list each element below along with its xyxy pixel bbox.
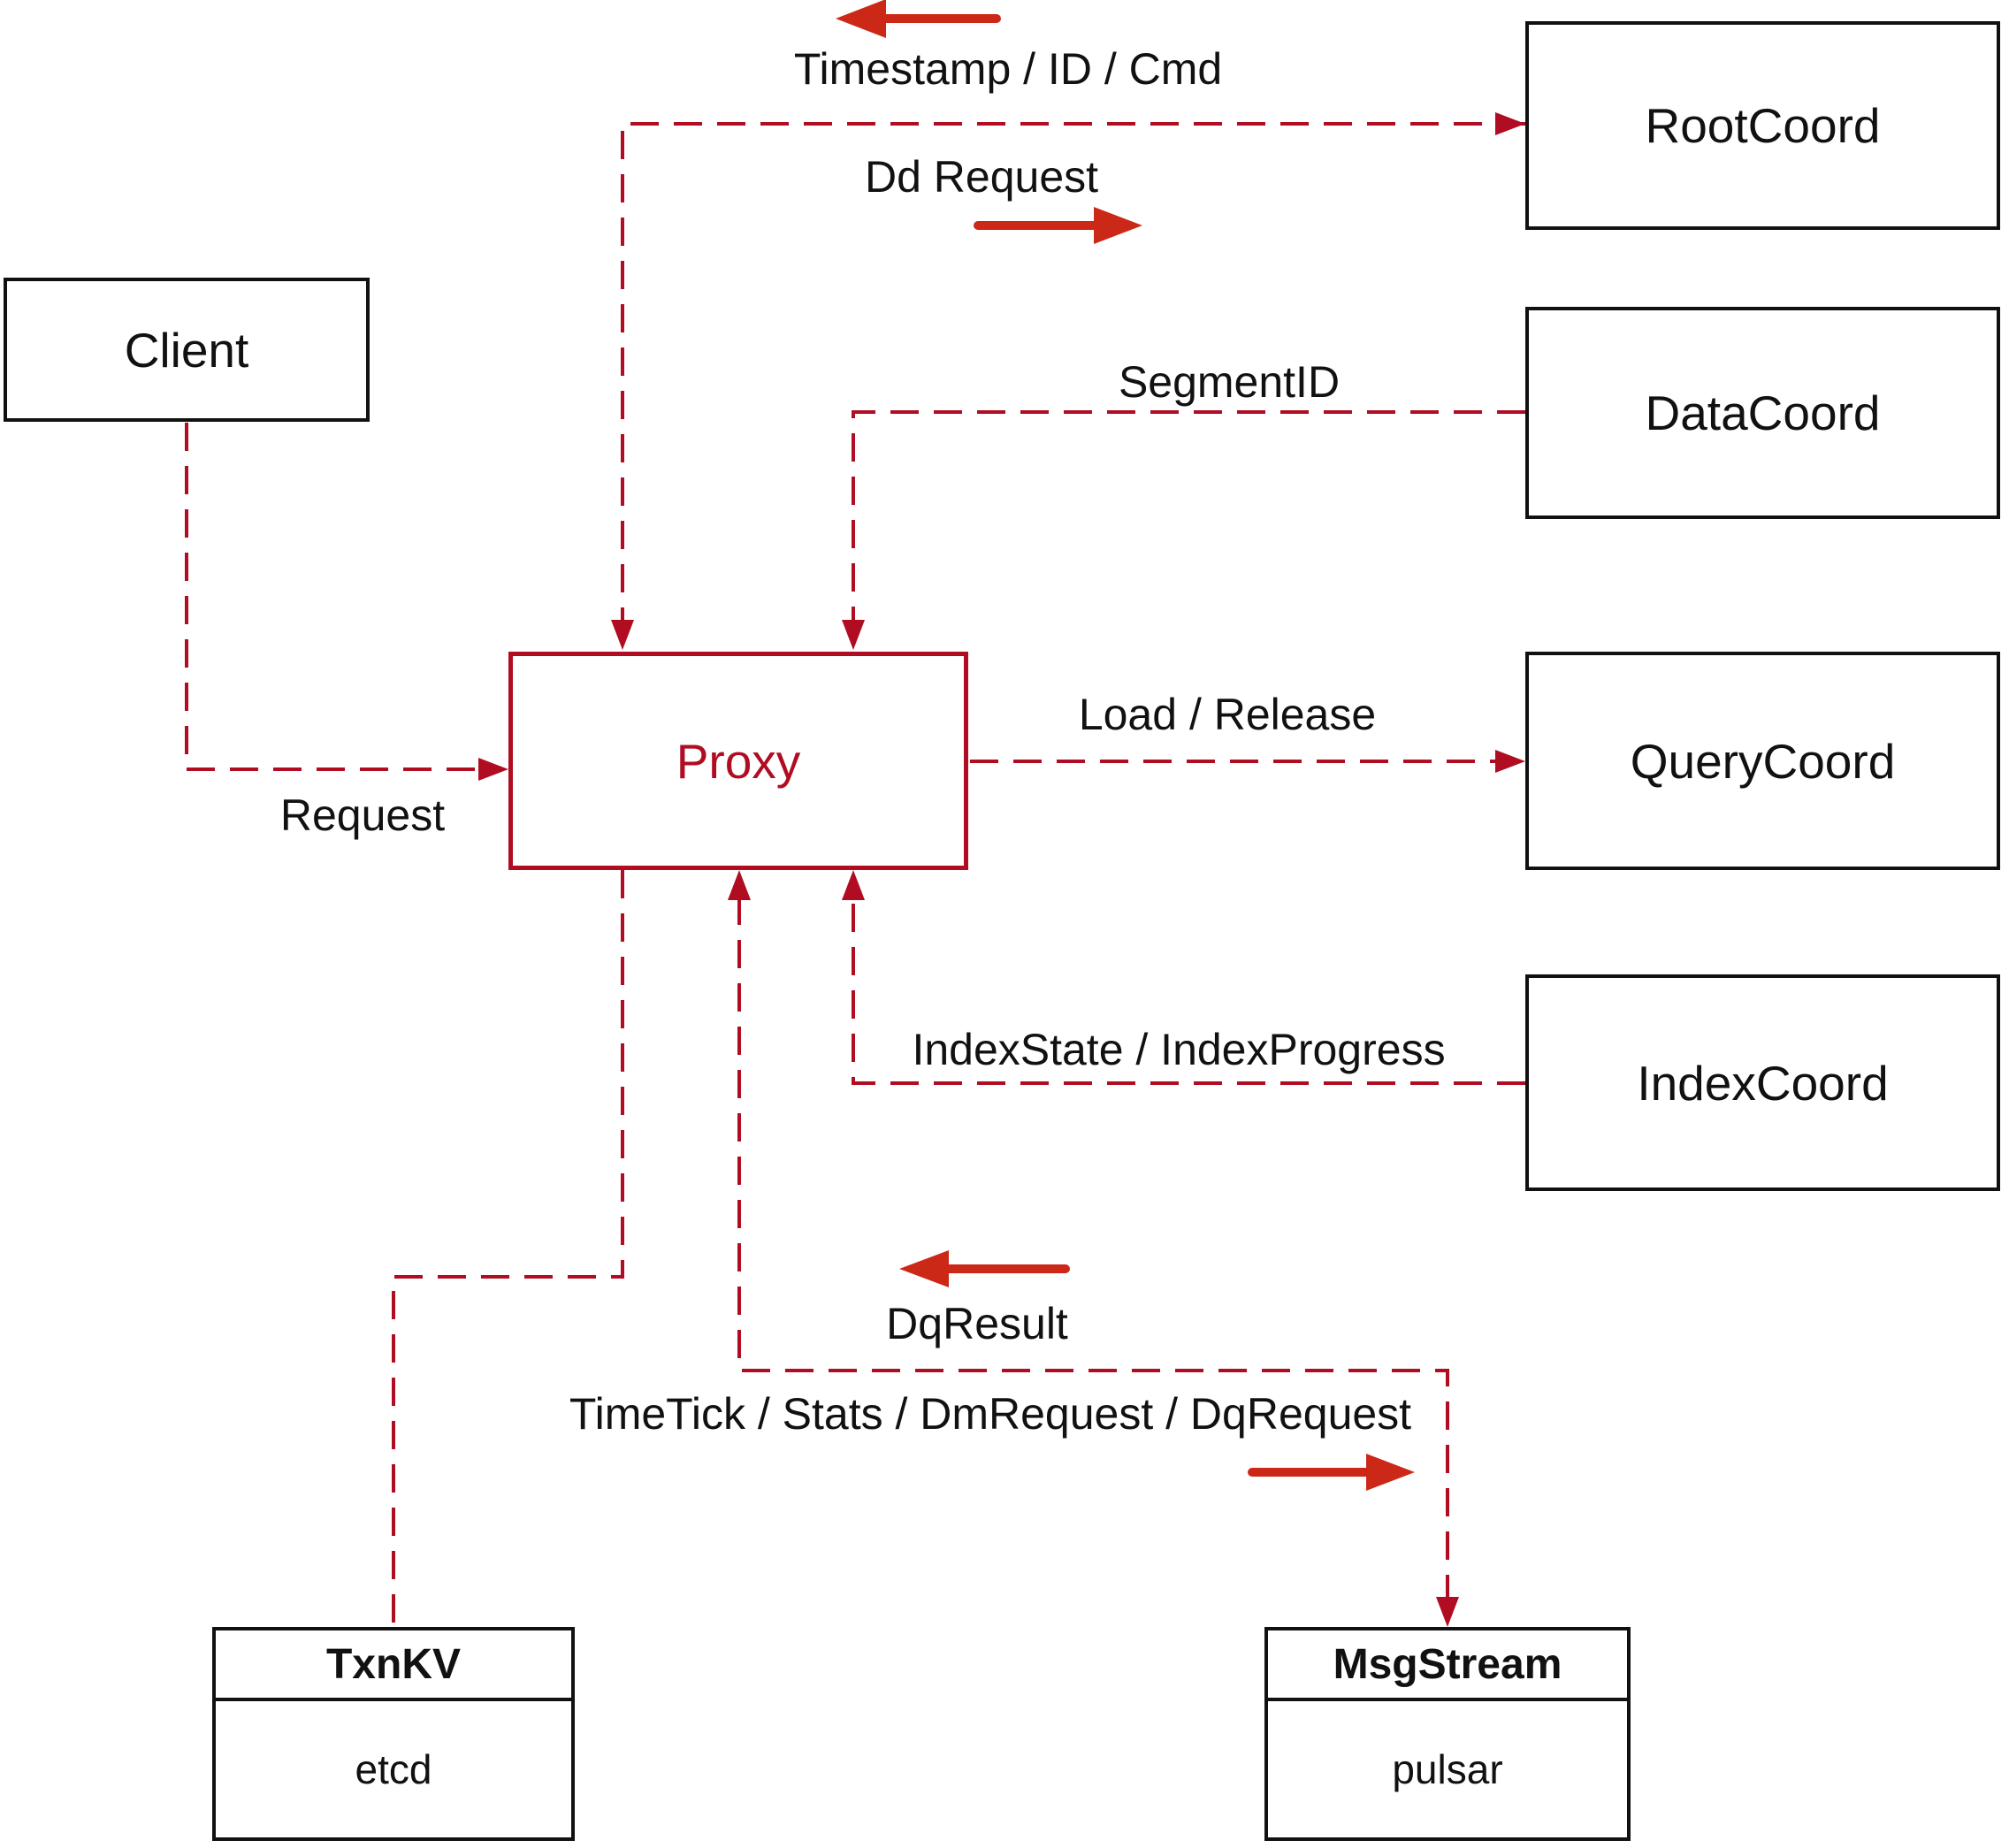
node-querycoord-label: QueryCoord [1630,733,1896,789]
dashed-line [392,870,624,1625]
edge-label-dq-result: DqResult [886,1299,1068,1348]
edge-proxy-querycoord [970,750,1525,773]
edge-proxy-rootcoord [611,112,1525,650]
arrowhead-right-icon [1495,750,1525,773]
arrowhead-down-icon [1436,1597,1459,1627]
direction-arrow-left-icon [836,0,1001,38]
arrowhead-down-icon [842,620,865,650]
edge-label-timestamp-id-cmd: Timestamp / ID / Cmd [793,44,1223,94]
node-rootcoord-label: RootCoord [1645,98,1881,153]
edge-proxy-msgstream [728,870,1459,1627]
node-datacoord: DataCoord [1525,307,2000,519]
node-proxy-label: Proxy [676,733,801,789]
node-txnkv-subtitle: etcd [355,1746,432,1792]
node-client: Client [4,278,370,422]
node-msgstream-subtitle: pulsar [1392,1746,1503,1792]
edge-client-proxy [185,423,508,781]
node-rootcoord: RootCoord [1525,21,2000,230]
node-msgstream: MsgStream pulsar [1264,1627,1631,1841]
arrowhead-right-icon [1495,112,1525,135]
node-txnkv: TxnKV etcd [212,1627,575,1841]
edge-label-segment-id: SegmentID [1118,357,1341,407]
node-indexcoord-label: IndexCoord [1637,1055,1889,1111]
direction-arrow-left-icon [899,1250,1070,1287]
node-client-label: Client [124,322,249,378]
dashed-line [852,410,1525,623]
edge-label-request: Request [279,790,446,840]
edge-datacoord-proxy [842,410,1525,650]
node-proxy: Proxy [508,652,968,870]
edge-proxy-txnkv [392,870,624,1625]
arrowhead-up-icon [842,870,865,900]
edge-indexcoord-proxy [842,870,1525,1085]
node-txnkv-title: TxnKV [216,1630,571,1701]
edge-label-index-state: IndexState / IndexProgress [912,1025,1446,1074]
dashed-line [185,423,482,771]
dashed-line [621,122,1525,623]
dashed-line [852,897,1525,1085]
arrowhead-up-icon [728,870,751,900]
node-datacoord-label: DataCoord [1645,386,1881,440]
arrowhead-down-icon [611,620,634,650]
node-indexcoord: IndexCoord [1525,974,2000,1191]
edge-label-dd-request: Dd Request [864,152,1099,202]
arrowhead-right-icon [478,758,508,781]
edge-label-load-release: Load / Release [1078,690,1377,739]
node-msgstream-title: MsgStream [1268,1630,1627,1701]
edge-label-timetick: TimeTick / Stats / DmRequest / DqRequest [569,1389,1412,1439]
dashed-line [737,897,1449,1600]
direction-arrow-right-icon [1248,1454,1415,1491]
direction-arrow-right-icon [974,207,1142,244]
node-querycoord: QueryCoord [1525,652,2000,870]
